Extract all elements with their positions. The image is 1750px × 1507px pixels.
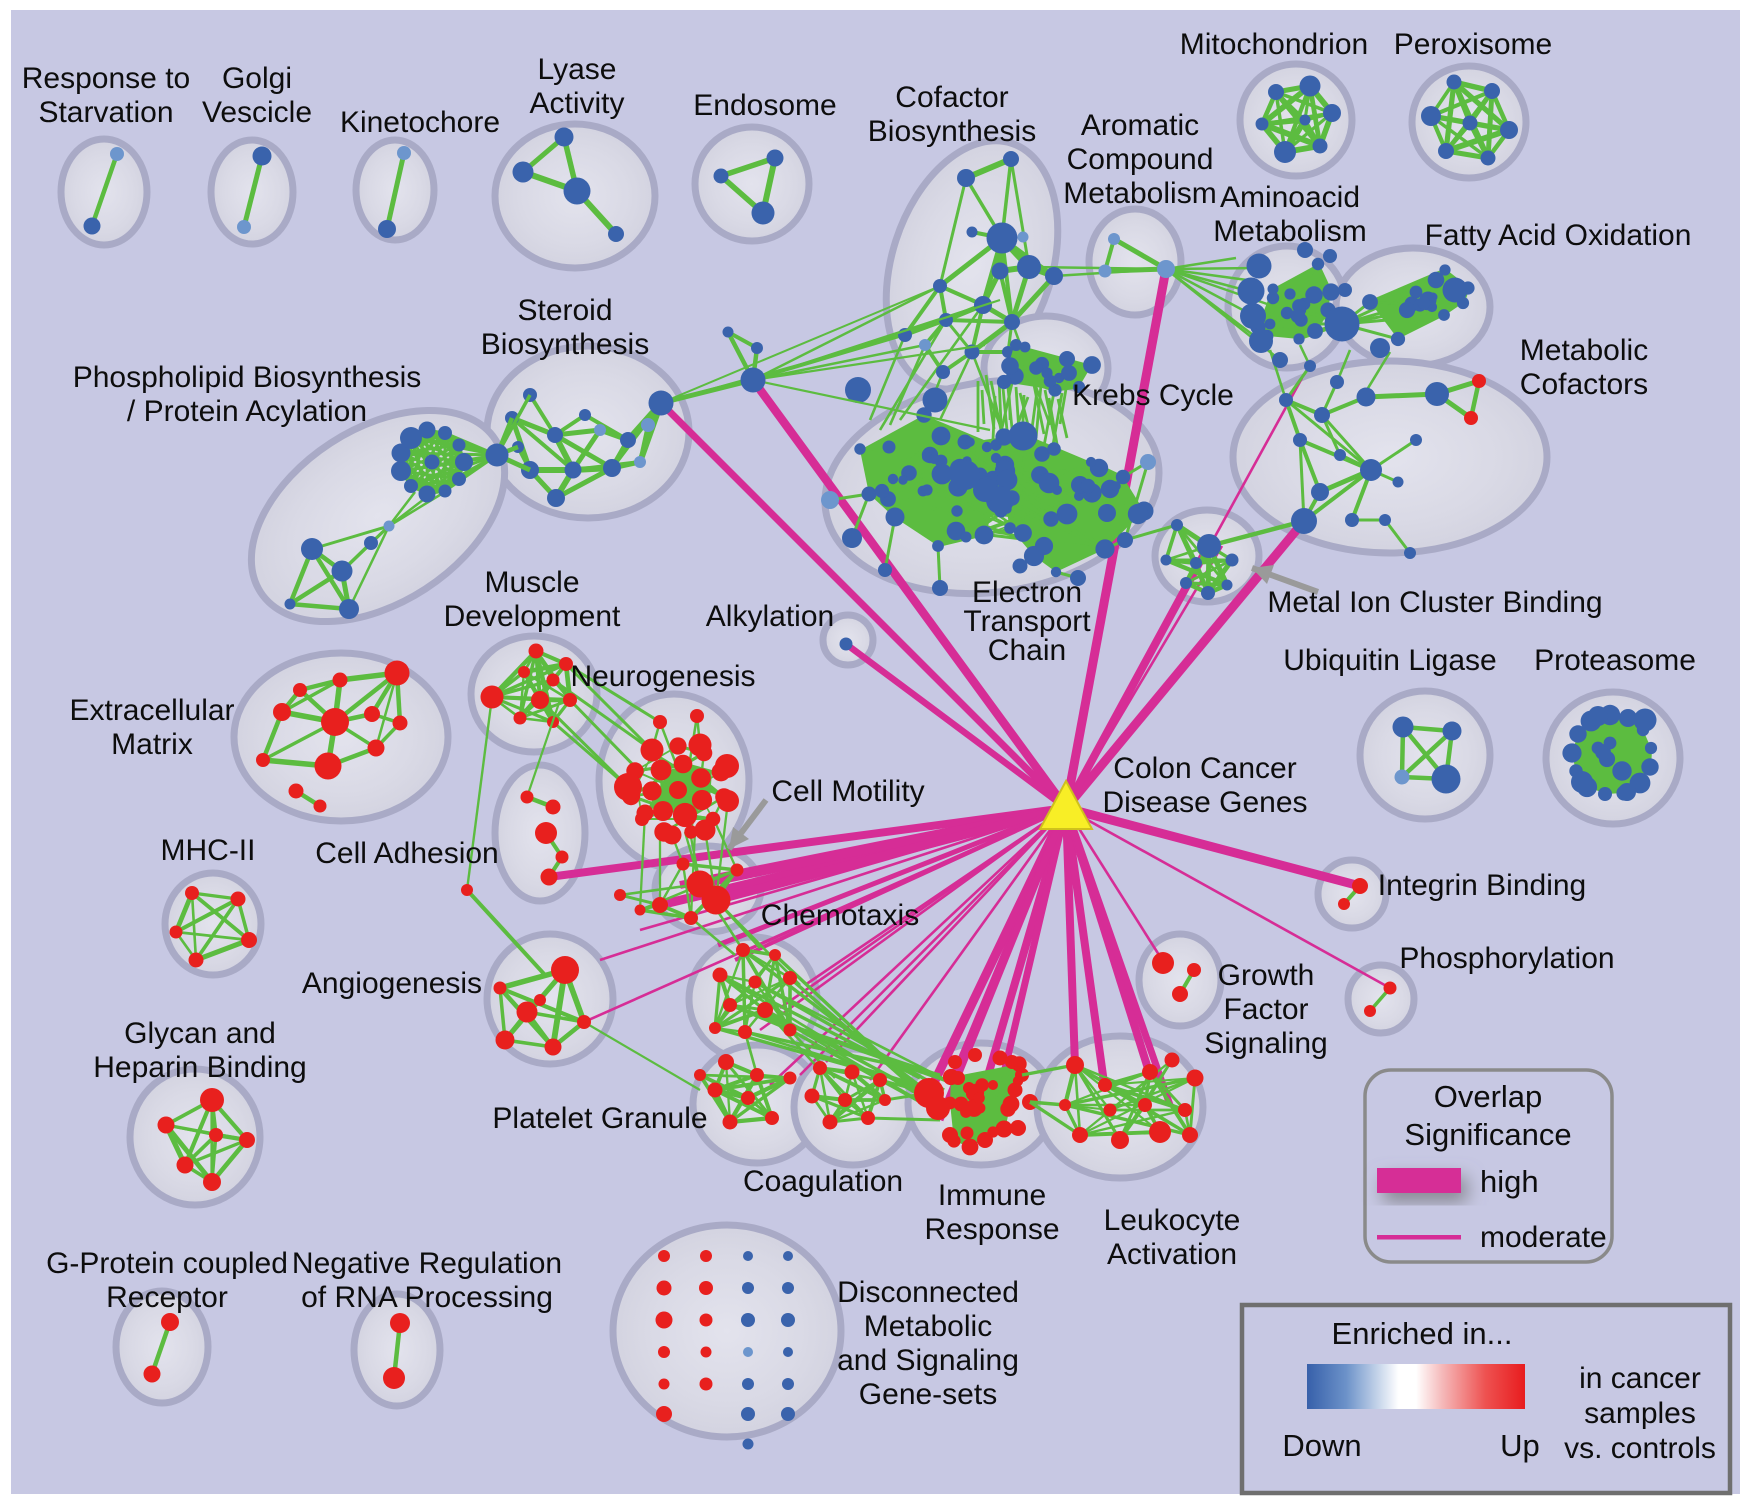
svg-text:and Signaling: and Signaling (837, 1344, 1019, 1377)
svg-text:Glycan and: Glycan and (124, 1017, 276, 1050)
svg-text:Up: Up (1500, 1428, 1540, 1463)
svg-text:Electron: Electron (972, 576, 1082, 609)
svg-text:vs. controls: vs. controls (1564, 1432, 1716, 1465)
svg-text:G-Protein coupled: G-Protein coupled (46, 1247, 288, 1280)
svg-text:Cell Motility: Cell Motility (771, 775, 924, 808)
svg-text:Aromatic: Aromatic (1081, 109, 1199, 142)
svg-text:Starvation: Starvation (38, 96, 173, 129)
svg-text:/ Protein Acylation: / Protein Acylation (127, 395, 367, 428)
svg-text:Alkylation: Alkylation (706, 600, 834, 633)
svg-text:Chemotaxis: Chemotaxis (761, 899, 919, 932)
svg-text:Negative Regulation: Negative Regulation (292, 1247, 562, 1280)
svg-text:Cofactors: Cofactors (1520, 368, 1648, 401)
svg-text:Fatty Acid Oxidation: Fatty Acid Oxidation (1425, 219, 1692, 252)
svg-text:Activity: Activity (529, 87, 624, 120)
svg-text:Compound: Compound (1067, 143, 1214, 176)
svg-text:Development: Development (444, 600, 621, 633)
svg-text:Metabolic: Metabolic (864, 1310, 992, 1343)
svg-text:Enriched in...: Enriched in... (1332, 1316, 1513, 1351)
svg-text:Ubiquitin Ligase: Ubiquitin Ligase (1283, 644, 1496, 677)
svg-text:moderate: moderate (1480, 1221, 1607, 1254)
svg-text:Chain: Chain (988, 634, 1066, 667)
svg-text:Muscle: Muscle (484, 566, 579, 599)
svg-text:Growth: Growth (1218, 959, 1315, 992)
svg-text:in cancer: in cancer (1579, 1362, 1701, 1395)
svg-text:Leukocyte: Leukocyte (1104, 1204, 1241, 1237)
svg-text:Golgi: Golgi (222, 62, 292, 95)
svg-text:Vescicle: Vescicle (202, 96, 312, 129)
svg-text:Factor: Factor (1223, 993, 1308, 1026)
svg-text:Receptor: Receptor (106, 1281, 228, 1314)
svg-text:Down: Down (1282, 1428, 1361, 1463)
svg-text:Disconnected: Disconnected (837, 1276, 1019, 1309)
svg-text:Metal Ion Cluster Binding: Metal Ion Cluster Binding (1267, 586, 1602, 619)
svg-text:Biosynthesis: Biosynthesis (868, 115, 1036, 148)
svg-text:Coagulation: Coagulation (743, 1165, 903, 1198)
svg-text:Phosphorylation: Phosphorylation (1399, 942, 1614, 975)
svg-text:Platelet Granule: Platelet Granule (492, 1102, 707, 1135)
svg-text:Endosome: Endosome (693, 89, 836, 122)
svg-text:of RNA Processing: of RNA Processing (301, 1281, 553, 1314)
svg-text:Disease Genes: Disease Genes (1102, 786, 1307, 819)
svg-text:Gene-sets: Gene-sets (859, 1378, 997, 1411)
svg-text:Extracellular: Extracellular (69, 694, 234, 727)
svg-text:Proteasome: Proteasome (1534, 644, 1696, 677)
svg-text:Response: Response (924, 1213, 1059, 1246)
svg-text:Heparin Binding: Heparin Binding (93, 1051, 306, 1084)
svg-text:samples: samples (1584, 1397, 1696, 1430)
svg-text:Mitochondrion: Mitochondrion (1180, 28, 1368, 61)
svg-text:Metabolic: Metabolic (1520, 334, 1648, 367)
svg-text:Significance: Significance (1404, 1117, 1571, 1152)
svg-text:Colon Cancer: Colon Cancer (1113, 752, 1296, 785)
svg-text:Phospholipid Biosynthesis: Phospholipid Biosynthesis (73, 361, 422, 394)
svg-text:Lyase: Lyase (538, 53, 617, 86)
svg-text:MHC-II: MHC-II (161, 834, 256, 867)
svg-text:Cell Adhesion: Cell Adhesion (315, 837, 498, 870)
svg-text:Neurogenesis: Neurogenesis (570, 660, 755, 693)
svg-text:Immune: Immune (938, 1179, 1046, 1212)
svg-text:Angiogenesis: Angiogenesis (302, 967, 482, 1000)
svg-text:Aminoacid: Aminoacid (1220, 181, 1360, 214)
svg-text:Kinetochore: Kinetochore (340, 106, 500, 139)
svg-text:Krebs Cycle: Krebs Cycle (1072, 379, 1234, 412)
svg-text:Response to: Response to (22, 62, 190, 95)
svg-text:Overlap: Overlap (1434, 1079, 1543, 1114)
svg-text:Metabolism: Metabolism (1213, 215, 1366, 248)
svg-text:Matrix: Matrix (111, 728, 193, 761)
svg-text:Cofactor: Cofactor (895, 81, 1008, 114)
svg-text:Steroid: Steroid (517, 294, 612, 327)
svg-text:Transport: Transport (963, 605, 1091, 638)
svg-text:Signaling: Signaling (1204, 1027, 1327, 1060)
svg-text:Integrin Binding: Integrin Binding (1378, 869, 1586, 902)
svg-text:Activation: Activation (1107, 1238, 1237, 1271)
svg-text:Biosynthesis: Biosynthesis (481, 328, 649, 361)
svg-text:high: high (1480, 1164, 1539, 1199)
svg-text:Peroxisome: Peroxisome (1394, 28, 1552, 61)
svg-text:Metabolism: Metabolism (1063, 177, 1216, 210)
